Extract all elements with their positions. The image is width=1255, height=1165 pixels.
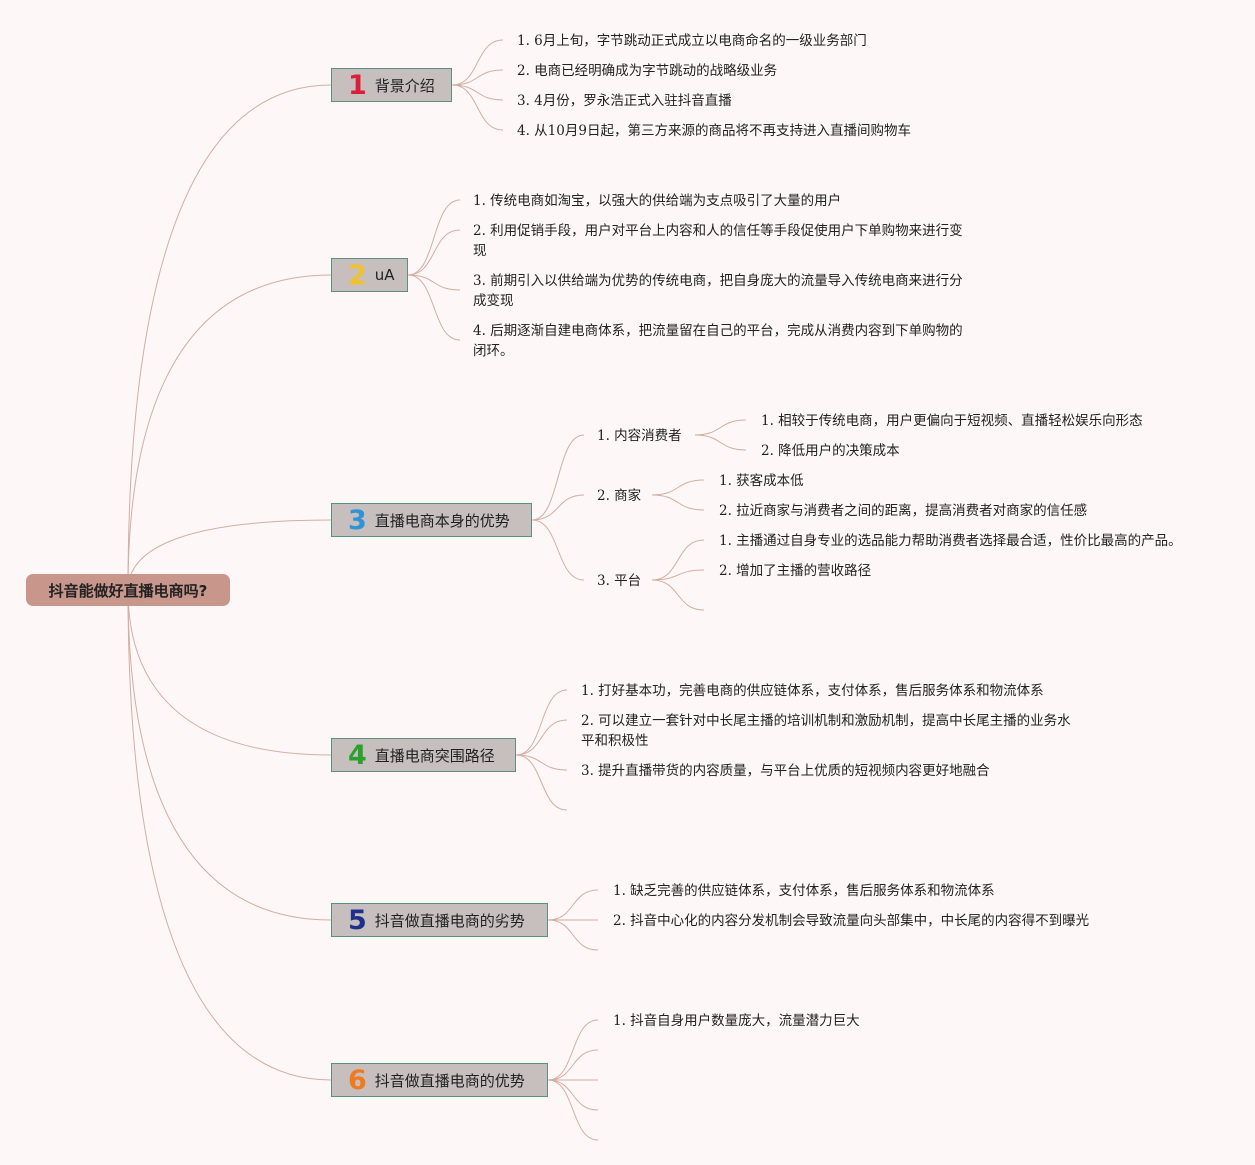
root-topic[interactable]: 抖音能做好直播电商吗? [26, 574, 230, 606]
number-6-icon: 6 [348, 1064, 367, 1096]
root-connector-line [127, 589, 332, 756]
leaf-item[interactable]: 2. 降低用户的决策成本 [761, 443, 900, 459]
branch-6-advantages[interactable]: 6 抖音做直播电商的优势 [331, 1063, 548, 1097]
leaf-connector-line [651, 539, 705, 581]
leaf-connector-line [515, 754, 568, 771]
leaf-connector-line [407, 274, 461, 291]
number-3-icon: 3 [348, 504, 367, 536]
root-connector-line [127, 274, 332, 591]
leaf-connector-line [651, 569, 705, 581]
leaf-item[interactable]: 1. 6月上旬，字节跳动正式成立以电商命名的一级业务部门 [517, 33, 867, 49]
number-5-icon: 5 [348, 904, 367, 936]
leaf-connector-line [651, 494, 705, 511]
leaf-item[interactable]: 2. 可以建立一套针对中长尾主播的培训机制和激励机制，提高中长尾主播的业务水平和… [581, 713, 1071, 749]
leaf-connector-line [651, 479, 705, 496]
number-1-icon: 1 [348, 69, 367, 101]
leaf-item[interactable]: 1. 获客成本低 [719, 473, 804, 489]
leaf-connector-line [694, 434, 747, 451]
branch-4-breakthrough-path[interactable]: 4 直播电商突围路径 [331, 738, 516, 772]
leaf-item[interactable]: 2. 电商已经明确成为字节跳动的战略级业务 [517, 63, 778, 79]
leaf-item[interactable]: 1. 抖音自身用户数量庞大，流量潜力巨大 [613, 1013, 860, 1029]
root-title: 抖音能做好直播电商吗? [48, 581, 208, 600]
leaf-connector-line [547, 919, 599, 951]
branch-label: 抖音做直播电商的优势 [374, 1071, 525, 1090]
branch-label: 直播电商突围路径 [374, 746, 495, 765]
leaf-connector-line [547, 889, 599, 921]
leaf-connector-line [407, 229, 461, 276]
sub-topic-consumers[interactable]: 1. 内容消费者 [597, 428, 682, 444]
leaf-connector-line [694, 419, 747, 436]
root-connector-line [127, 589, 332, 921]
leaf-connector-line [407, 199, 461, 276]
leaf-item[interactable]: 1. 传统电商如淘宝，以强大的供给端为支点吸引了大量的用户 [473, 193, 842, 209]
leaf-connector-line [407, 274, 461, 341]
leaf-item[interactable]: 4. 后期逐渐自建电商体系，把流量留在自己的平台，完成从消费内容到下单购物的闭环… [473, 323, 963, 359]
leaf-item[interactable]: 1. 主播通过自身专业的选品能力帮助消费者选择最合适，性价比最高的产品。 [719, 533, 1182, 549]
branch-label: 抖音做直播电商的劣势 [374, 911, 525, 930]
leaf-connector-line [651, 579, 705, 611]
branch-5-disadvantages[interactable]: 5 抖音做直播电商的劣势 [331, 903, 548, 937]
leaf-item[interactable]: 3. 4月份，罗永浩正式入驻抖音直播 [517, 93, 732, 109]
branch-label: uA [374, 266, 395, 284]
leaf-connector-line [515, 719, 568, 756]
leaf-connector-line [451, 39, 504, 86]
leaf-connector-line [451, 69, 504, 86]
leaf-item[interactable]: 2. 抖音中心化的内容分发机制会导致流量向头部集中，中长尾的内容得不到曝光 [613, 913, 1090, 929]
sub-topic-merchants[interactable]: 2. 商家 [597, 488, 642, 504]
number-2-icon: 2 [348, 259, 367, 291]
leaf-connector-line [547, 1049, 599, 1081]
leaf-item[interactable]: 1. 相较于传统电商，用户更偏向于短视频、直播轻松娱乐向形态 [761, 413, 1143, 429]
leaf-item[interactable]: 3. 提升直播带货的内容质量，与平台上优质的短视频内容更好地融合 [581, 763, 990, 779]
leaf-connector-line [515, 754, 568, 811]
number-4-icon: 4 [348, 739, 367, 771]
branch-1-background[interactable]: 1 背景介绍 [331, 68, 452, 102]
leaf-connector-line [531, 434, 585, 521]
leaf-connector-line [531, 494, 585, 521]
branch-label: 直播电商本身的优势 [374, 511, 510, 530]
leaf-item[interactable]: 3. 前期引入以供给端为优势的传统电商，把自身庞大的流量导入传统电商来进行分成变… [473, 273, 963, 309]
leaf-item[interactable]: 2. 拉近商家与消费者之间的距离，提高消费者对商家的信任感 [719, 503, 1088, 519]
sub-topic-platform[interactable]: 3. 平台 [597, 573, 642, 589]
leaf-connector-line [451, 84, 504, 131]
leaf-connector-line [547, 1019, 599, 1081]
leaf-connector-line [531, 519, 585, 581]
leaf-item[interactable]: 4. 从10月9日起，第三方来源的商品将不再支持进入直播间购物车 [517, 123, 911, 139]
branch-3-livestream-advantages[interactable]: 3 直播电商本身的优势 [331, 503, 532, 537]
leaf-connector-line [515, 689, 568, 756]
leaf-connector-line [547, 1079, 599, 1111]
leaf-connector-line [547, 1079, 599, 1141]
leaf-connector-line [451, 84, 504, 101]
root-connector-line [127, 84, 332, 591]
leaf-item[interactable]: 2. 增加了主播的营收路径 [719, 563, 872, 579]
leaf-item[interactable]: 1. 打好基本功，完善电商的供应链体系，支付体系，售后服务体系和物流体系 [581, 683, 1044, 699]
root-connector-line [127, 589, 332, 1081]
leaf-item[interactable]: 1. 缺乏完善的供应链体系，支付体系，售后服务体系和物流体系 [613, 883, 995, 899]
branch-2-ua[interactable]: 2 uA [331, 258, 408, 292]
branch-label: 背景介绍 [374, 76, 435, 95]
leaf-item[interactable]: 2. 利用促销手段，用户对平台上内容和人的信任等手段促使用户下单购物来进行变现 [473, 223, 963, 259]
